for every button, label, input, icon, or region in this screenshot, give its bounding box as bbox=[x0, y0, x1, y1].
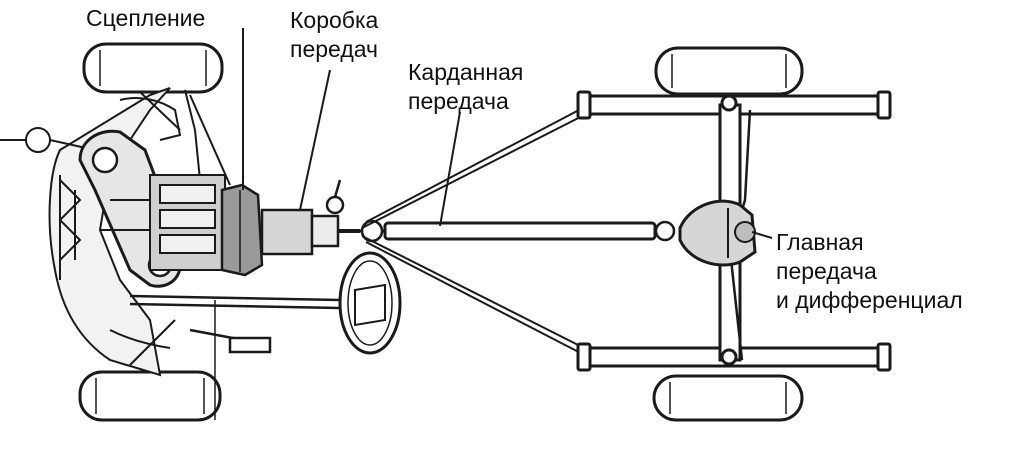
final-drive-leader bbox=[751, 231, 773, 239]
clutch-label: Сцепление bbox=[86, 4, 205, 33]
final-drive-label: Главная передача и дифференциал bbox=[776, 228, 963, 315]
rear-left-wheel bbox=[654, 46, 804, 96]
clutch-label-text: Сцепление bbox=[86, 5, 206, 31]
steering-wheel bbox=[338, 251, 402, 355]
final-drive-label-line2: передача bbox=[776, 258, 877, 284]
front-right-wheel bbox=[78, 370, 222, 422]
clutch-housing bbox=[220, 183, 264, 277]
driveshaft-leader bbox=[439, 111, 461, 227]
gearbox-leader bbox=[299, 69, 331, 211]
leader-lines bbox=[242, 28, 773, 239]
differential bbox=[678, 199, 757, 267]
final-drive-label-line1: Главная bbox=[776, 229, 864, 255]
engine bbox=[100, 174, 226, 271]
gearbox-label-line1: Коробка bbox=[290, 7, 379, 33]
driveshaft-label-line1: Карданная bbox=[408, 59, 524, 85]
driveshaft-label-line2: передача bbox=[408, 88, 509, 114]
rear-frame bbox=[576, 90, 892, 372]
torque-rods bbox=[361, 99, 599, 363]
gearbox bbox=[260, 179, 360, 256]
drive-shaft bbox=[360, 219, 676, 243]
steering-column bbox=[129, 294, 341, 420]
driveshaft-label: Карданная передача bbox=[408, 58, 523, 116]
rear-right-wheel bbox=[652, 374, 804, 422]
gearbox-label: Коробка передач bbox=[290, 6, 378, 64]
final-drive-label-line3: и дифференциал bbox=[776, 287, 963, 313]
front-left-wheel bbox=[82, 42, 224, 94]
gearbox-label-line2: передач bbox=[290, 36, 379, 62]
